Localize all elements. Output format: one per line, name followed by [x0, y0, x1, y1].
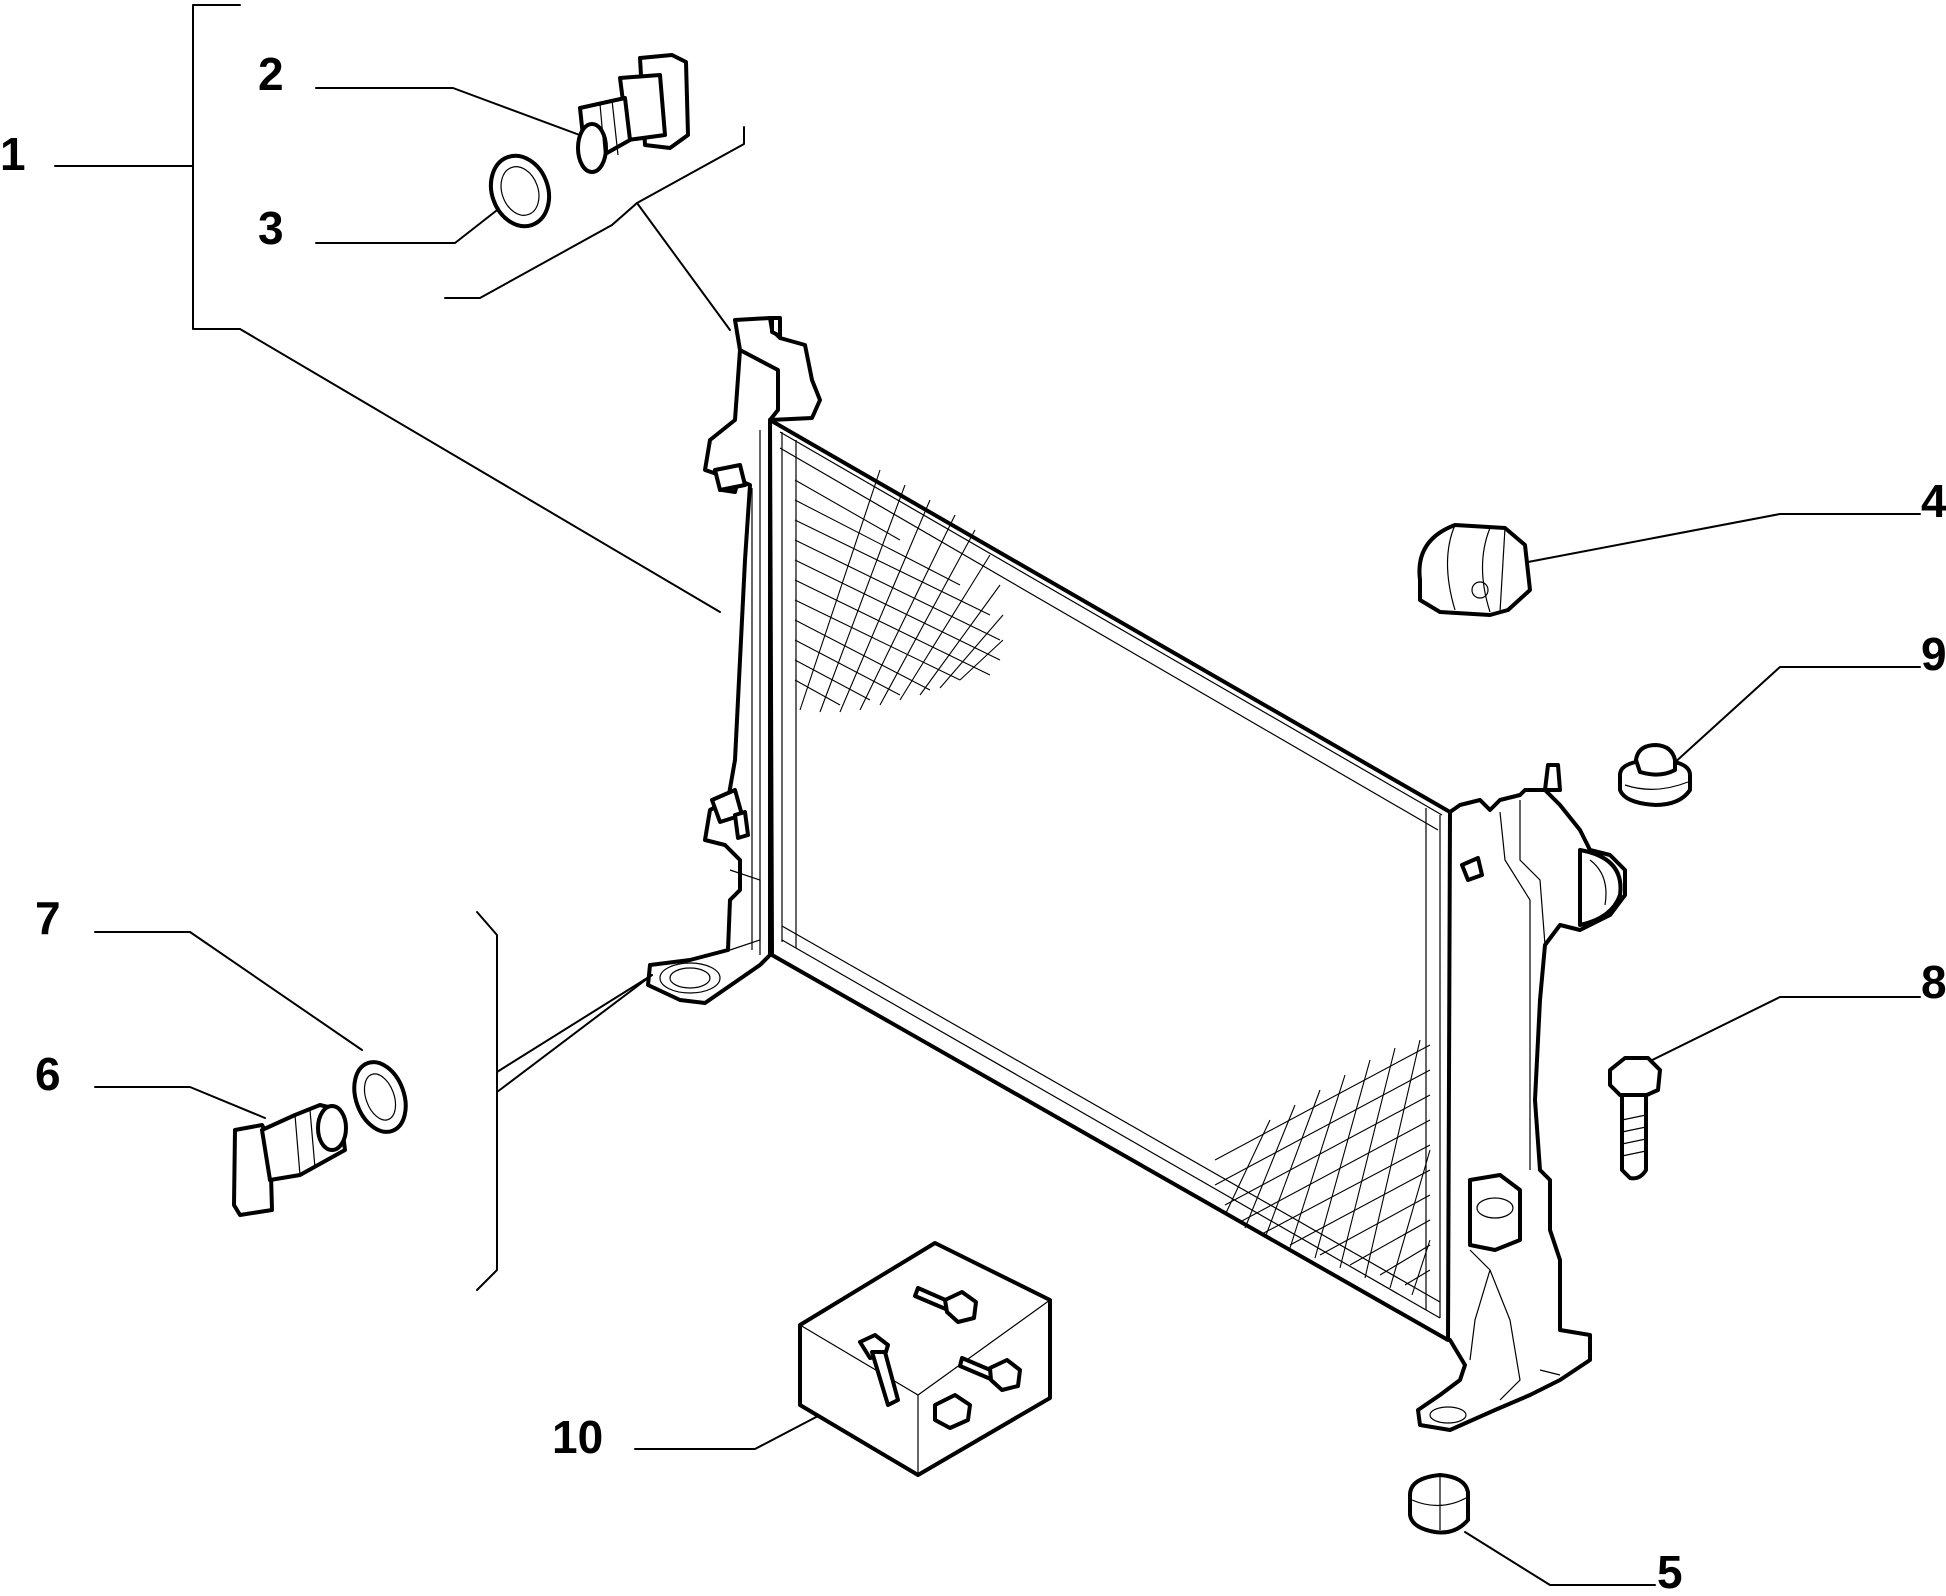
leader-7: [94, 931, 363, 1051]
lower-outlet: [1468, 1173, 1522, 1252]
leader-8: [1631, 996, 1921, 1071]
part-9-grommet: [1618, 743, 1692, 807]
right-vent-stub: [1543, 763, 1562, 792]
part-5-mount: [1408, 1473, 1470, 1535]
radiator-assembly: [646, 316, 1627, 1432]
callout-2: 2: [258, 48, 284, 100]
callout-4: 4: [1921, 475, 1946, 527]
leader-2: [315, 87, 586, 138]
part-8-bolt: [1608, 1056, 1662, 1181]
bracket-bottom-a: [496, 974, 653, 1073]
core-fins-bottom: [1214, 1039, 1431, 1296]
part-10-kit-box: [798, 1241, 1052, 1477]
right-tank-body: [1416, 788, 1627, 1432]
vent-stub: [770, 316, 782, 338]
callout-8: 8: [1921, 956, 1946, 1008]
callout-9: 9: [1921, 628, 1946, 680]
callout-5: 5: [1657, 1546, 1683, 1591]
part-6-drain-plug: [232, 1103, 348, 1217]
part-2-drain-plug: [576, 53, 690, 174]
callout-3: 3: [258, 202, 284, 254]
callout-7: 7: [35, 892, 61, 944]
callout-6: 6: [35, 1048, 61, 1100]
leader-10: [634, 1414, 821, 1450]
leader-6: [94, 1086, 266, 1119]
part-4-mount: [1417, 523, 1532, 617]
bracket-bottom-b: [496, 974, 653, 1093]
bracket-top: [636, 126, 745, 331]
callout-1: 1: [0, 128, 26, 180]
leader-4: [1527, 513, 1921, 563]
callout-10: 10: [552, 1411, 603, 1463]
leader-3: [315, 199, 511, 244]
bracket-1: [192, 4, 721, 613]
leader-lines: [54, 4, 1921, 1586]
core-fins-top: [794, 469, 1004, 713]
bracket-bottom: [476, 911, 498, 1291]
bracket-top-lower: [444, 202, 638, 299]
leader-9: [1671, 666, 1921, 766]
callout-numbers: 1 2 3 4 5 6 7 8 9 10: [0, 48, 1946, 1596]
leader-5: [1464, 1531, 1656, 1586]
outlet-pipe: [1578, 848, 1623, 927]
part-7-washer: [352, 1060, 408, 1134]
part-3-washer: [488, 153, 552, 229]
